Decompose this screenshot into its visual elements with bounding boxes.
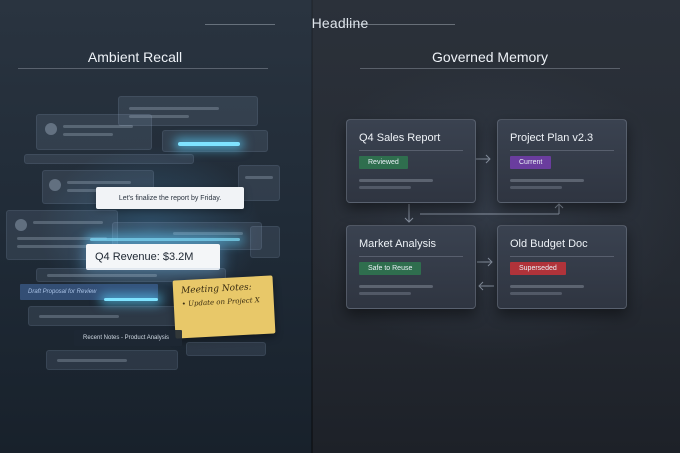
revenue-note: Q4 Revenue: $3.2M [86,244,220,270]
avatar [15,219,27,231]
memory-card [186,342,266,356]
status-badge-reviewed: Reviewed [359,156,408,169]
node-title: Old Budget Doc [510,238,588,250]
status-badge-safe: Safe to Reuse [359,262,422,275]
node-divider [359,150,463,151]
node-divider [510,256,614,257]
placeholder-line [510,186,562,189]
headline-rule-left [205,24,275,25]
node-divider [510,150,614,151]
node-title: Market Analysis [359,238,437,250]
chat-message-note: Let's finalize the report by Friday. [96,187,244,209]
headline: Headline [311,15,369,31]
placeholder-line [510,292,562,295]
status-badge-superseded: Superseded [510,262,566,275]
memory-card [162,130,268,152]
status-badge-current: Current [510,156,552,169]
memory-card [24,154,194,164]
node-project-plan[interactable]: Project Plan v2.3 Current [497,119,627,203]
memory-card [46,350,178,370]
glow-highlight [104,298,158,301]
draft-proposal-note: Draft Proposal for Review [20,284,158,300]
memory-card [250,226,280,258]
placeholder-line [359,179,433,182]
memory-card [238,165,280,201]
ambient-recall-underline [18,68,268,69]
glow-highlight [178,142,240,146]
node-divider [359,256,463,257]
arrowhead [485,154,491,164]
placeholder-line [510,179,584,182]
avatar [45,123,57,135]
node-q4-sales-report[interactable]: Q4 Sales Report Reviewed [346,119,476,203]
recent-notes-note: Recent Notes - Product Analysis [74,330,182,346]
avatar [49,179,61,191]
memory-card [36,268,226,282]
glow-highlight [90,238,240,241]
placeholder-line [359,186,411,189]
arrowhead [487,257,493,267]
panel-divider [311,0,313,453]
arrowhead [404,217,414,223]
arrowhead [554,203,564,209]
placeholder-line [359,285,433,288]
placeholder-line [359,292,411,295]
headline-rule-right [345,24,455,25]
arrowhead [478,281,484,291]
node-title: Project Plan v2.3 [510,132,594,144]
memory-card [28,306,178,326]
node-old-budget-doc[interactable]: Old Budget Doc Superseded [497,225,627,309]
placeholder-line [510,285,584,288]
memory-card [36,114,152,150]
governed-memory-title: Governed Memory [432,49,548,65]
node-market-analysis[interactable]: Market Analysis Safe to Reuse [346,225,476,309]
node-title: Q4 Sales Report [359,132,441,144]
memory-card [118,96,258,126]
governed-memory-underline [360,68,620,69]
ambient-recall-title: Ambient Recall [87,49,183,65]
ambient-recall-panel [0,0,312,453]
